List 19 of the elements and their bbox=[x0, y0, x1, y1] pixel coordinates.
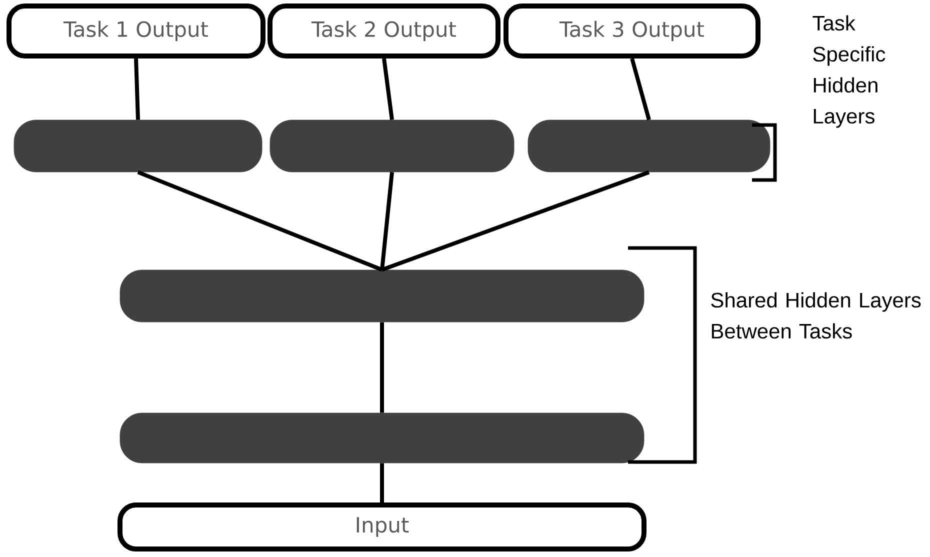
hidden-layer-bar bbox=[270, 120, 514, 172]
connector-line bbox=[381, 170, 650, 272]
output-box: Task 3 Output bbox=[504, 4, 760, 58]
hidden-layer-bar bbox=[528, 120, 770, 172]
connector-line bbox=[382, 58, 394, 120]
connector-line bbox=[380, 463, 384, 502]
output-box: Task 1 Output bbox=[6, 4, 266, 58]
hidden-layer-bar bbox=[120, 412, 644, 464]
connector-line bbox=[630, 58, 651, 120]
connector-line bbox=[134, 58, 140, 120]
side-label: Task Specific Hidden Layers bbox=[812, 15, 886, 128]
connector-line bbox=[380, 322, 384, 413]
hidden-layer-bar bbox=[120, 270, 644, 322]
output-box: Task 2 Output bbox=[268, 4, 500, 58]
hidden-layer-bar bbox=[14, 120, 262, 172]
connector-line bbox=[137, 170, 383, 272]
side-label: Shared Hidden Layers Between Tasks bbox=[711, 292, 921, 339]
connector-line bbox=[380, 172, 394, 270]
input-box: Input bbox=[118, 502, 646, 552]
